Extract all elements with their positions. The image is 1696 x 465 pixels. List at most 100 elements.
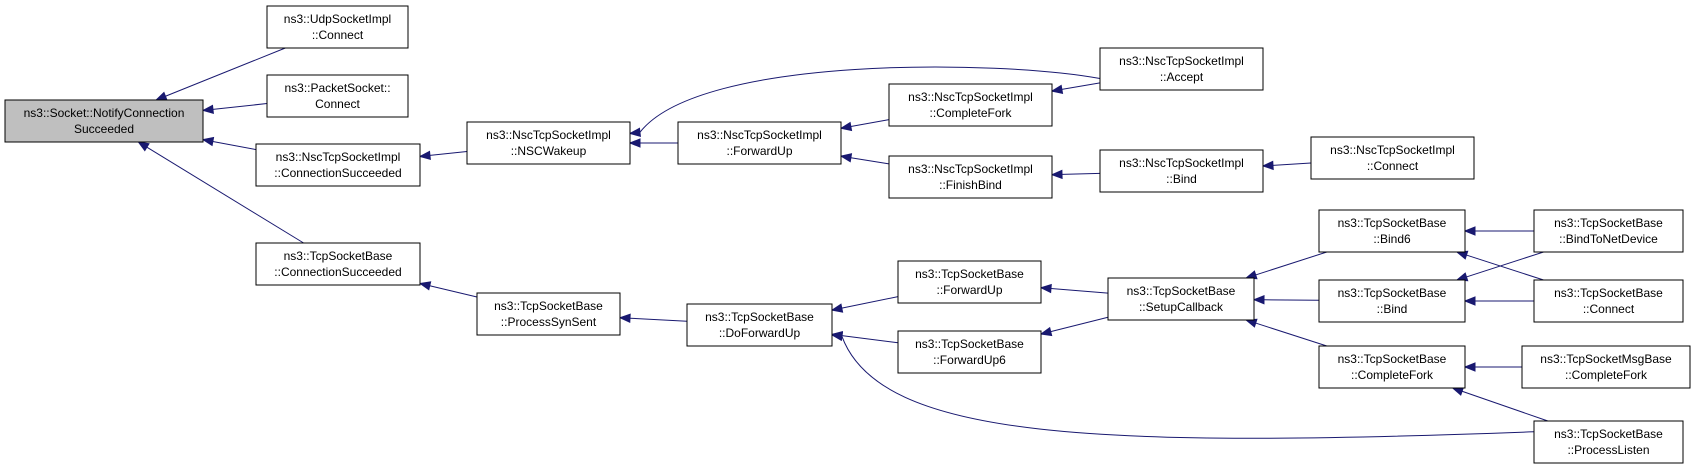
node-nsc-wakeup[interactable]: ns3::NscTcpSocketImpl::NSCWakeup [466, 121, 631, 165]
node-label-line: ::BindToNetDevice [1559, 232, 1658, 246]
edge-arrowhead [1039, 326, 1053, 337]
node-box [255, 242, 421, 286]
node-nsc-forwardup[interactable]: ns3::NscTcpSocketImpl::ForwardUp [677, 121, 842, 165]
edge-tcp-connect-to-tcp-bind6 [1466, 254, 1544, 281]
node-box [1521, 345, 1691, 389]
node-label-line: Succeeded [74, 122, 134, 136]
node-label-line: ::Bind6 [1373, 232, 1411, 246]
node-label-line: ::ProcessListen [1567, 443, 1649, 457]
edge-arrowhead [1463, 296, 1476, 306]
node-box [266, 74, 409, 118]
node-tcp-forwardup6[interactable]: ns3::TcpSocketBase::ForwardUp6 [897, 330, 1042, 374]
node-label-line: ns3::TcpSocketBase [1338, 286, 1447, 300]
edge-nsc-accept-to-nsc-wakeup [639, 66, 1101, 133]
edge-arrowhead [628, 138, 641, 148]
edge-tcp-setupcallback-to-tcp-forwardup [1050, 288, 1109, 294]
node-label-line: ::ConnectionSucceeded [274, 265, 401, 279]
node-label-line: ::CompleteFork [1565, 368, 1648, 382]
node-label-line: ns3::TcpSocketBase [1127, 284, 1236, 298]
node-tcp-bind6[interactable]: ns3::TcpSocketBase::Bind6 [1318, 209, 1466, 253]
node-label-line: ::DoForwardUp [719, 326, 801, 340]
node-label-line: ns3::NscTcpSocketImpl [1119, 54, 1244, 68]
node-label-line: ::Bind [1377, 302, 1408, 316]
node-tcp-setupcallback[interactable]: ns3::TcpSocketBase::SetupCallback [1107, 277, 1255, 321]
edge-packet-connect-to-root [212, 103, 268, 110]
node-box [466, 121, 631, 165]
node-label-line: ns3::NscTcpSocketImpl [486, 128, 611, 142]
edge-tcp-bind-to-tcp-setupcallback [1263, 299, 1320, 301]
edge-tcp-setupcallback-to-tcp-forwardup6 [1050, 316, 1109, 333]
node-tcp-processsynsent[interactable]: ns3::TcpSocketBase::ProcessSynSent [476, 292, 621, 336]
node-tcp-completefork[interactable]: ns3::TcpSocketBase::CompleteFork [1318, 345, 1466, 389]
node-label-line: ns3::TcpSocketBase [915, 267, 1024, 281]
edge-arrowhead [1463, 226, 1476, 236]
node-box [1318, 209, 1466, 253]
node-box [1533, 420, 1684, 464]
node-nsc-finishbind[interactable]: ns3::NscTcpSocketImpl::FinishBind [888, 155, 1053, 199]
edge-tcp-bindtonetdevice-to-tcp-bind [1466, 251, 1544, 278]
node-nsc-completefork[interactable]: ns3::NscTcpSocketImpl::CompleteFork [888, 83, 1053, 127]
edge-arrowhead [1050, 84, 1064, 94]
node-tcpmsg-completefork[interactable]: ns3::TcpSocketMsgBase::CompleteFork [1521, 345, 1691, 389]
node-label-line: ns3::NscTcpSocketImpl [1330, 143, 1455, 157]
edge-arrowhead [830, 331, 844, 342]
node-box [4, 99, 204, 143]
node-tcp-processlisten[interactable]: ns3::TcpSocketBase::ProcessListen [1533, 420, 1684, 464]
edge-tcp-connsucc-to-root [146, 146, 304, 244]
node-label-line: ns3::Socket::NotifyConnection [24, 106, 185, 120]
node-box [897, 260, 1042, 304]
node-label-line: ns3::TcpSocketBase [1338, 352, 1447, 366]
edge-arrowhead [137, 141, 150, 152]
edge-nsc-finishbind-to-nsc-forwardup [850, 157, 890, 165]
node-nsc-accept[interactable]: ns3::NscTcpSocketImpl::Accept [1099, 47, 1264, 91]
node-box [1099, 47, 1264, 91]
node-box [888, 83, 1053, 127]
edge-tcp-processsynsent-to-tcp-connsucc [429, 285, 478, 298]
node-tcp-doforwardup[interactable]: ns3::TcpSocketBase::DoForwardUp [686, 303, 833, 347]
node-label-line: ::FinishBind [939, 178, 1002, 192]
node-tcp-connsucc[interactable]: ns3::TcpSocketBase::ConnectionSucceeded [255, 242, 421, 286]
node-label-line: ::SetupCallback [1139, 300, 1224, 314]
node-label-line: ::CompleteFork [1351, 368, 1434, 382]
edge-arrowhead [1039, 283, 1052, 294]
node-packet-connect[interactable]: ns3::PacketSocket::Connect [266, 74, 409, 118]
node-box [255, 143, 421, 187]
node-tcp-connect[interactable]: ns3::TcpSocketBase::Connect [1533, 279, 1684, 323]
edge-arrowhead [618, 313, 631, 324]
node-label-line: Connect [315, 97, 360, 111]
node-label-line: ns3::TcpSocketMsgBase [1540, 352, 1672, 366]
edge-arrowhead [418, 150, 431, 161]
edge-nsc-wakeup-to-nsc-connsucc [429, 151, 468, 156]
edge-arrowhead [628, 127, 641, 137]
node-nsc-connsucc[interactable]: ns3::NscTcpSocketImpl::ConnectionSucceed… [255, 143, 421, 187]
edge-arrowhead [830, 303, 844, 313]
edge-tcp-processlisten-to-tcp-doforwardup [841, 336, 1535, 439]
node-box [1318, 345, 1466, 389]
edge-nsc-connect-to-nsc-bind [1272, 162, 1312, 166]
node-box [897, 330, 1042, 374]
node-label-line: ::ConnectionSucceeded [274, 166, 401, 180]
edge-tcp-completefork-to-tcp-setupcallback [1255, 322, 1327, 347]
edge-nsc-completefork-to-nsc-forwardup [850, 119, 890, 128]
node-udp-connect[interactable]: ns3::UdpSocketImpl::Connect [266, 5, 409, 49]
node-nsc-bind[interactable]: ns3::NscTcpSocketImpl::Bind [1099, 149, 1264, 193]
node-tcp-forwardup[interactable]: ns3::TcpSocketBase::ForwardUp [897, 260, 1042, 304]
node-nsc-connect[interactable]: ns3::NscTcpSocketImpl::Connect [1310, 136, 1475, 180]
node-tcp-bindtonetdevice[interactable]: ns3::TcpSocketBase::BindToNetDevice [1533, 209, 1684, 253]
edge-arrowhead [1252, 295, 1265, 305]
edge-arrowhead [839, 121, 853, 132]
edge-nsc-connsucc-to-root [212, 140, 257, 151]
edge-tcp-forwardup6-to-tcp-doforwardup [841, 335, 899, 344]
node-label-line: ns3::TcpSocketBase [1554, 427, 1663, 441]
node-label-line: ns3::NscTcpSocketImpl [908, 162, 1033, 176]
node-label-line: ::Accept [1160, 70, 1204, 84]
edge-arrowhead [1463, 362, 1476, 372]
node-label-line: ::ForwardUp [936, 283, 1002, 297]
node-tcp-bind[interactable]: ns3::TcpSocketBase::Bind [1318, 279, 1466, 323]
node-box [476, 292, 621, 336]
node-box [1107, 277, 1255, 321]
node-label-line: ns3::NscTcpSocketImpl [908, 90, 1033, 104]
edge-arrowhead [154, 91, 168, 101]
